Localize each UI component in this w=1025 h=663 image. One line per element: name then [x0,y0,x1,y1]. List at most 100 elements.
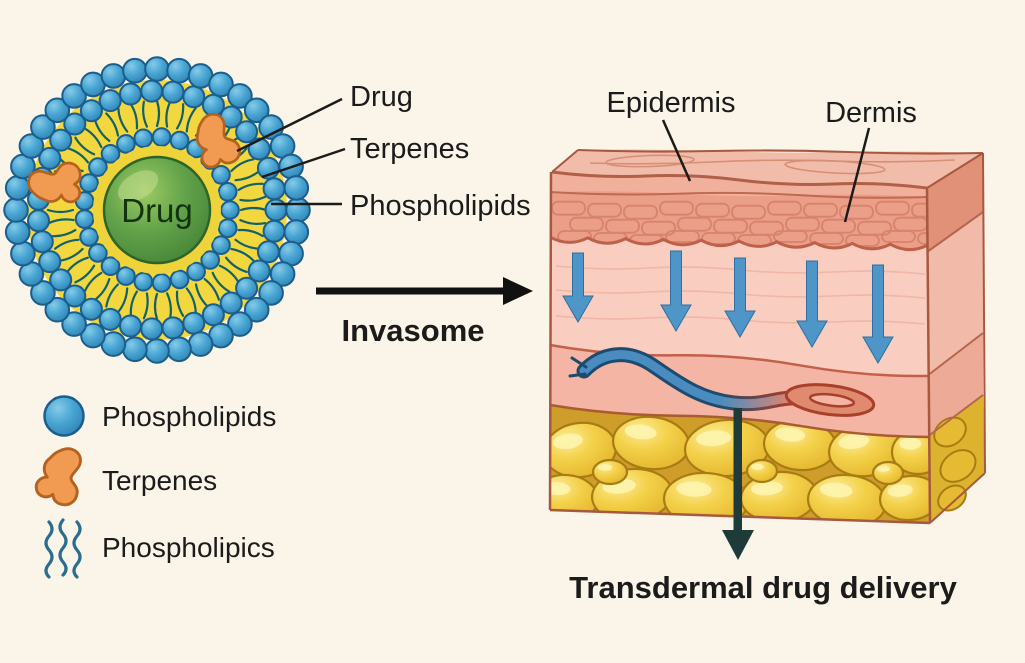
phospholipid-head-bead [258,280,284,306]
phospholipid-tail [185,287,197,313]
phospholipid-head-bead [63,112,87,136]
phospholipid-head-bead [49,128,73,152]
phospholipid-head-bead [186,261,206,282]
side-epidermis [927,153,983,252]
penetration-arrow [724,257,756,339]
skin-surface-ridge [551,170,928,190]
invasome-vesicle: Drug [3,56,311,364]
vessel-frayed-end [568,356,588,378]
legend-label-phospholipics: Phospholipics [102,532,275,563]
phospholipid-head-bead [187,331,214,357]
drug-core-highlight [117,170,159,202]
phospholipid-tail [129,290,138,317]
process-arrow [316,277,533,305]
phospholipid-tail [234,238,260,250]
phospholipid-tail [203,278,220,301]
phospholipid-head-bead [61,311,87,337]
phospholipid-tail [105,283,120,308]
phospholipid-tail [218,264,240,284]
drug-core-label: Drug [121,192,193,229]
skin-block-outline [548,149,986,525]
phospholipid-head-bead [182,311,206,335]
vessel-tube [579,350,797,409]
phospholipid-tail-icon [44,518,82,579]
phospholipid-head-bead [18,133,45,159]
skin-top-face [552,149,983,188]
phospholipid-head-bead [211,235,231,255]
delivery-arrow [722,408,754,560]
epidermis-pointer-line [661,119,692,182]
phospholipid-head-bead [283,219,310,245]
phospholipid-head-bead [247,137,271,161]
phospholipid-tails-ring [46,99,268,321]
phospholipid-head-bead [3,197,29,223]
phospholipid-head-bead [133,271,154,292]
fat-cell [745,458,779,484]
phospholipid-head-bead [220,200,240,220]
phospholipid-head-bead [38,250,62,274]
skin-layer-callouts [661,119,871,223]
phospholipid-tail [129,103,139,130]
phospholipid-tail [47,218,75,225]
fat-cell-highlight [899,437,922,450]
phospholipid-head-bead [140,317,164,341]
phospholipid-head-bead [264,198,288,222]
callout-label-phospholipids: Phospholipids [350,190,531,222]
fat-cell-highlight [696,430,732,447]
phospholipid-head-bead [201,303,225,327]
phospholipid-tail [66,147,89,164]
fat-cell-highlight [838,434,870,450]
phospholipid-tail [230,158,255,173]
epidermis-cell [881,230,916,243]
phospholipid-head-bead [4,175,31,201]
phospholipid-head-bead [161,316,185,340]
phospholipid-tail [237,228,264,238]
fat-cell-highlight [597,464,613,471]
fat-cell-highlight [887,484,913,497]
caption: Transdermal drug delivery [569,570,957,605]
phospholipid-head-bead [235,120,259,144]
phospholipid-head-bead [30,230,54,254]
top-face-oval [605,154,695,168]
skin-block [548,149,986,525]
phospholipid-tail [230,247,255,262]
delivery-arrow-shaft [733,408,742,534]
epidermis-cell [875,200,910,216]
fat-cells [550,415,930,523]
phospholipid-tail [239,206,268,212]
phospholipid-head-bead [98,307,122,331]
penetration-arrow [562,252,594,324]
epidermis-inner-line [549,191,929,199]
phospholipid-tail [194,283,209,308]
phospholipid-head-bead [219,291,243,315]
phospholipid-tail [46,208,75,214]
phospholipid-head-bead [79,99,103,123]
phospholipid-tail [165,100,172,128]
epidermis-cell [659,200,694,216]
phospholipid-head-bead [243,97,270,124]
phospholipid-head-bead [100,256,121,277]
fat-cell-highlight [676,481,712,497]
phospholipid-head-bead [38,146,62,170]
phospholipid-head-bead [30,114,56,140]
phospholipid-head-bead [144,338,170,364]
epidermis-cell [665,230,700,243]
phospholipid-tail [225,256,248,273]
phospholipid-tail [176,103,185,130]
phospholipid-head-bead [10,240,36,267]
phospholipid-head-bead [182,85,206,109]
phospholipid-tail [166,292,172,320]
phospholipid-head-bead [235,276,259,300]
phospholipid-head-bead [211,165,231,185]
phospholipid-tail [155,99,161,128]
epidermis-cell [731,204,766,220]
penetration-arrow [796,260,828,349]
phospholipid-head-bead [88,243,108,263]
phospholipid-head-bead [166,57,192,84]
phospholipid-head-bead [98,89,122,113]
blood-vessel [568,347,876,417]
phospholipid-tail [239,219,267,225]
phospholipid-head-bead [262,219,286,243]
process-arrow-shaft [316,287,506,295]
phospholipid-tail [74,264,96,284]
